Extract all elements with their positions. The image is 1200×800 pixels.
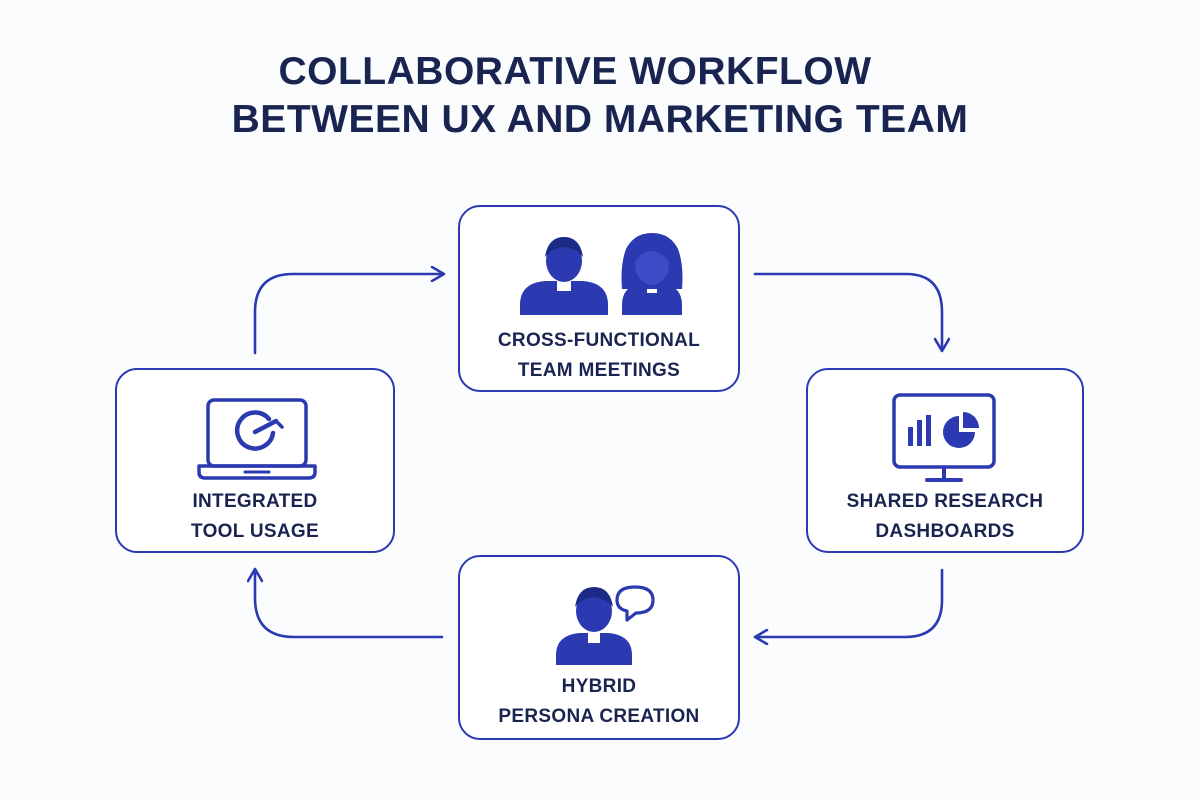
card-label: HYBRID PERSONA CREATION [460, 672, 738, 732]
arrow-tools-to-meetings [253, 274, 443, 355]
title-line-1: COLLABORATIVE WORKFLOW [278, 50, 872, 93]
arrow-persona-to-tools [255, 570, 444, 639]
arrow-meetings-to-dashboards [753, 272, 942, 350]
card-label-line-1: INTEGRATED [192, 491, 318, 512]
laptop-gauge-icon [197, 396, 317, 484]
card-label-line-1: HYBRID [561, 676, 637, 697]
page-title: COLLABORATIVE WORKFLOW BETWEEN UX AND MA… [0, 48, 1200, 143]
card-label: SHARED RESEARCH DASHBOARDS [808, 487, 1082, 547]
card-label-line-2: TOOL USAGE [191, 521, 319, 542]
card-label-line-2: DASHBOARDS [875, 521, 1015, 542]
person-speech-icon [548, 573, 660, 668]
title-line-2: BETWEEN UX AND MARKETING TEAM [231, 97, 969, 141]
card-label: INTEGRATED TOOL USAGE [117, 487, 393, 547]
card-label-line-1: CROSS-FUNCTIONAL [497, 330, 701, 351]
card-cross-functional-meetings: CROSS-FUNCTIONAL TEAM MEETINGS [458, 205, 740, 392]
monitor-chart-icon [889, 392, 999, 487]
card-integrated-tool-usage: INTEGRATED TOOL USAGE [115, 368, 395, 553]
card-label-line-2: PERSONA CREATION [498, 706, 700, 727]
card-label-line-1: SHARED RESEARCH [846, 491, 1044, 512]
card-label-line-2: TEAM MEETINGS [517, 360, 681, 381]
card-shared-research-dashboards: SHARED RESEARCH DASHBOARDS [806, 368, 1084, 553]
two-people-icon [500, 223, 700, 323]
card-hybrid-persona-creation: HYBRID PERSONA CREATION [458, 555, 740, 740]
card-label: CROSS-FUNCTIONAL TEAM MEETINGS [460, 326, 738, 386]
arrow-dashboards-to-persona [756, 568, 944, 637]
